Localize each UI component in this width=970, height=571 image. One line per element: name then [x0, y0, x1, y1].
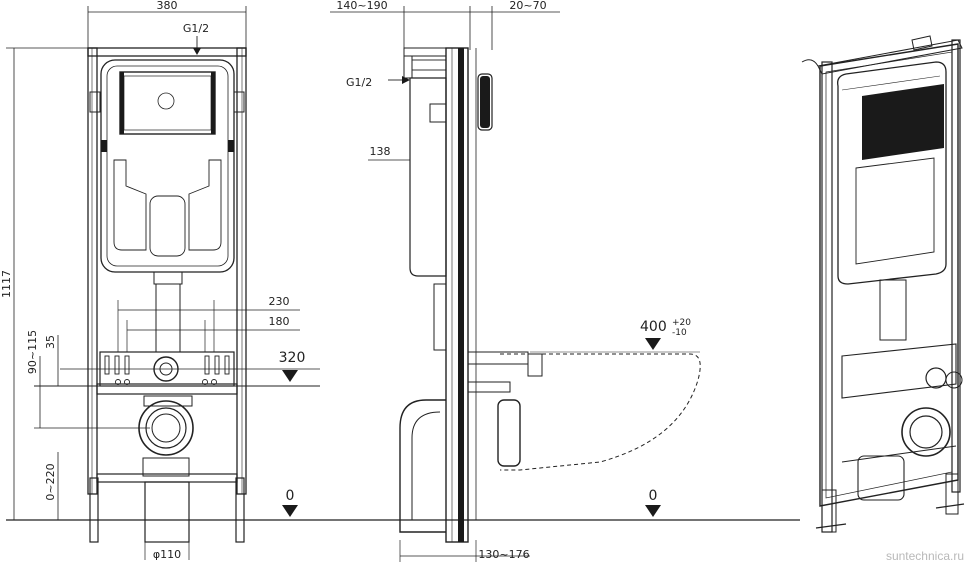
side-wall-label: 20~70: [509, 0, 546, 12]
front-adjust-label: 90~115: [26, 330, 39, 374]
front-height-label: 1117: [0, 270, 13, 298]
toilet-bowl-outline: [500, 353, 701, 471]
side-inlet-label: G1/2: [346, 76, 372, 89]
bowl-height-label: 400: [640, 319, 667, 335]
side-tank-label: 138: [370, 145, 391, 158]
bowl-tol-minus: -10: [672, 328, 687, 338]
front-inlet-label: G1/2: [183, 22, 209, 35]
bowl-tol-plus: +20: [672, 318, 691, 328]
watermark: suntechnica.ru: [886, 549, 964, 563]
side-base-label: 130~176: [478, 548, 529, 561]
front-span-inner-label: 180: [269, 315, 290, 328]
side-view: [330, 6, 700, 562]
side-depth-label: 140~190: [336, 0, 387, 12]
front-view: [6, 6, 320, 560]
front-span-outer-label: 230: [269, 295, 290, 308]
side-level-0-label: 0: [649, 488, 658, 504]
front-level-0-label: 0: [286, 488, 295, 504]
front-pipe-label: φ110: [153, 548, 181, 561]
front-floor-adjust-label: 0~220: [44, 463, 57, 500]
perspective-view: [801, 35, 965, 533]
level-320-label: 320: [279, 350, 306, 366]
front-width-label: 380: [157, 0, 178, 12]
front-offset-label: 35: [44, 335, 57, 349]
